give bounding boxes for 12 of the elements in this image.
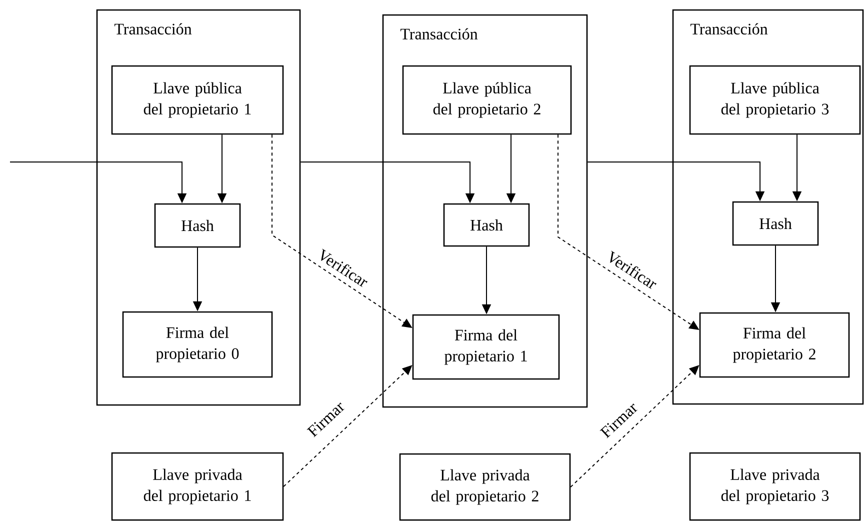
process-box: Firma del propietario 2: [699, 312, 850, 378]
process-box: Llave privada del propietario 2: [399, 453, 571, 521]
process-box: Llave privada del propietario 1: [111, 452, 284, 521]
process-box: Hash: [154, 203, 241, 248]
process-box: Llave pública del propietario 3: [689, 65, 861, 135]
process-box: Llave privada del propietario 3: [689, 452, 861, 521]
process-box: Llave pública del propietario 2: [402, 65, 572, 135]
process-box: Firma del propietario 0: [122, 311, 273, 378]
process-box: Llave pública del propietario 1: [111, 65, 284, 135]
process-box: Hash: [443, 203, 530, 247]
process-box: Firma del propietario 1: [412, 314, 560, 380]
process-box: Hash: [732, 201, 819, 246]
